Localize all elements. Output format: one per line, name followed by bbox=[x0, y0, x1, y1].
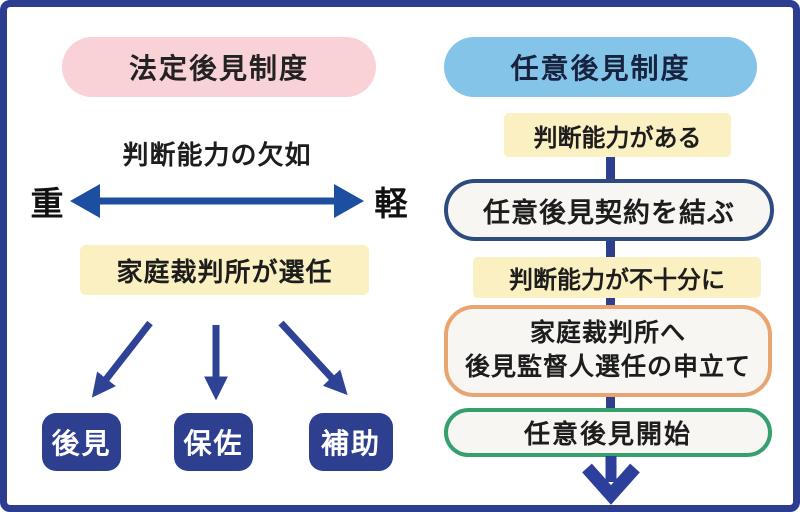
voluntary-guardianship-header: 任意後見制度 bbox=[444, 37, 757, 97]
step-start-box: 任意後見開始 bbox=[444, 408, 772, 457]
guardian-type-box-hosa: 保佐 bbox=[174, 413, 253, 471]
legal-guardianship-title: 法定後見制度 bbox=[128, 53, 309, 84]
branch-arrow-left-icon bbox=[91, 320, 153, 398]
family-court-selection-box: 家庭裁判所が選任 bbox=[80, 245, 369, 295]
legal-guardianship-header: 法定後見制度 bbox=[62, 37, 376, 97]
branch-arrows-icon bbox=[91, 320, 348, 401]
step-insufficient-box: 判断能力が不十分に bbox=[473, 257, 761, 298]
capacity-loss-label: 判断能力の欠如 bbox=[122, 140, 312, 170]
step-court-line-2: 後見監督人選任の申立て bbox=[464, 353, 751, 381]
step-court-application-box: 家庭裁判所へ 後見監督人選任の申立て bbox=[444, 305, 772, 397]
branch-arrow-right-icon bbox=[278, 320, 348, 396]
severity-light-label: 軽 bbox=[374, 185, 408, 222]
step-court-line-1: 家庭裁判所へ bbox=[529, 319, 686, 348]
severity-axis-arrow-icon bbox=[70, 184, 364, 218]
guardian-type-box-kouken: 後見 bbox=[42, 413, 121, 471]
severity-heavy-label: 重 bbox=[30, 185, 64, 222]
step-capacity-box: 判断能力がある bbox=[504, 113, 731, 157]
voluntary-guardianship-title: 任意後見制度 bbox=[510, 53, 691, 84]
guardian-type-box-hojo: 補助 bbox=[309, 413, 393, 471]
step-contract-box: 任意後見契約を結ぶ bbox=[444, 179, 774, 241]
flow-down-arrow-icon bbox=[582, 456, 640, 505]
